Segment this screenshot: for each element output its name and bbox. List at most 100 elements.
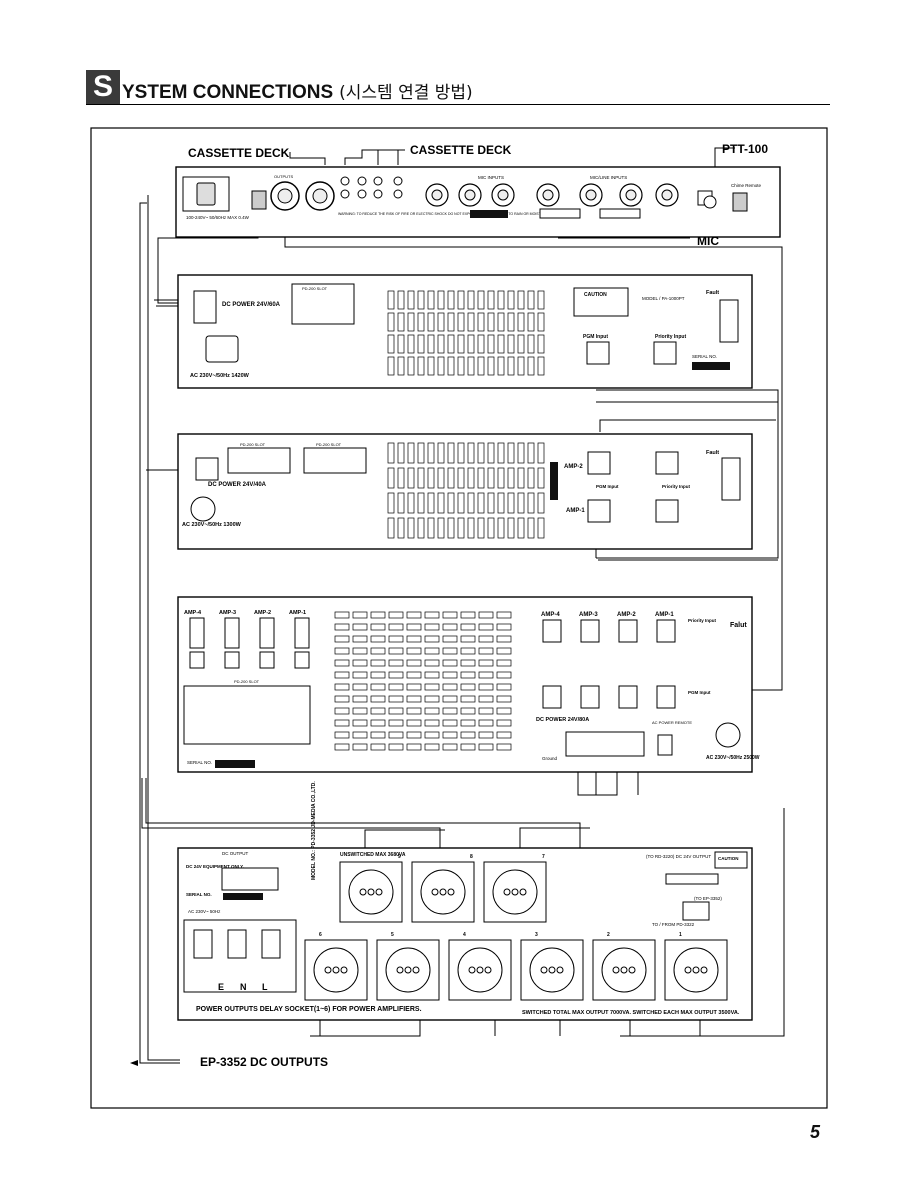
vent-slot <box>442 611 458 619</box>
amp4-left-channel-label: AMP-2 <box>254 610 271 616</box>
vent-slot <box>370 719 386 727</box>
ep-breaker <box>261 929 281 959</box>
vent-slot <box>487 334 495 354</box>
mixer-ac-rating: 100-240V~ 50/60Hz MAX 0.4W <box>186 215 250 220</box>
vent-slot <box>388 731 404 739</box>
ep-model-label: MODEL NO.: PD-3352 JD-MEDIA CO.,LTD. <box>311 781 317 880</box>
socket-pin <box>359 888 367 896</box>
vent-slot <box>478 611 494 619</box>
vent-slot <box>496 683 512 691</box>
vent-slot <box>388 743 404 751</box>
vent-slot <box>460 647 476 655</box>
vent-slot <box>496 635 512 643</box>
vent-slot <box>370 611 386 619</box>
amp4-relay-terminal <box>294 651 310 669</box>
ep-to-rd-label: (TO RD-3220) DC 24V OUTPUT <box>646 854 711 859</box>
vent-slot <box>388 671 404 679</box>
socket-pin <box>468 966 476 974</box>
vent-slot <box>352 635 368 643</box>
vent-slot <box>477 517 485 539</box>
socket-pin <box>340 966 348 974</box>
vent-slot <box>517 312 525 332</box>
chime-remote-label: Chime Remote <box>731 183 762 188</box>
vent-slot <box>442 635 458 643</box>
vent-slot <box>487 312 495 332</box>
vent-slot <box>352 731 368 739</box>
ep-enl-label: E <box>218 982 224 992</box>
vent-slot <box>447 442 455 464</box>
vent-slot <box>424 683 440 691</box>
vent-slot <box>387 334 395 354</box>
vent-slot <box>496 671 512 679</box>
mic-line-inputs-label: MIC/LINE INPUTS <box>590 175 627 180</box>
vent-slot <box>427 467 435 489</box>
page-number: 5 <box>810 1122 821 1142</box>
socket-pin <box>332 966 340 974</box>
vent-slot <box>388 635 404 643</box>
vent-slot <box>496 707 512 715</box>
ep-to-pd-label: TO / FROM PD-3322 <box>652 922 695 927</box>
cassette-deck-label-left: CASSETTE DECK <box>188 146 290 160</box>
vent-slot <box>457 442 465 464</box>
vent-slot <box>387 467 395 489</box>
socket-pin <box>511 888 519 896</box>
vent-slot <box>457 492 465 514</box>
vent-slot <box>442 683 458 691</box>
vent-slot <box>388 659 404 667</box>
ep-serial-label: SERIAL NO. <box>186 892 212 897</box>
vent-slot <box>334 611 350 619</box>
amp4-relay-terminal <box>224 651 240 669</box>
vent-slot <box>352 743 368 751</box>
vent-slot <box>507 442 515 464</box>
ep-switched-note: SWITCHED TOTAL MAX OUTPUT 7000VA. SWITCH… <box>522 1010 740 1016</box>
vent-slot <box>334 707 350 715</box>
vent-slot <box>478 683 494 691</box>
vent-slot <box>388 707 404 715</box>
vent-slot <box>497 290 505 310</box>
vent-slot <box>467 442 475 464</box>
vent-slot <box>370 659 386 667</box>
amp4-speaker-terminal <box>189 617 205 649</box>
amp4-input-terminal <box>656 619 676 643</box>
vent-slot <box>424 623 440 631</box>
vent-slot <box>417 492 425 514</box>
amp4-pgm-input: PGM Input <box>688 690 711 695</box>
amp2-priority-input: Priority Input <box>662 484 691 489</box>
socket-pin <box>375 888 383 896</box>
vent-slot <box>427 517 435 539</box>
vent-slot <box>460 611 476 619</box>
vent-slot <box>352 707 368 715</box>
socket-pin <box>620 966 628 974</box>
vent-slot <box>460 695 476 703</box>
vent-slot <box>460 707 476 715</box>
vent-slot <box>478 719 494 727</box>
vent-slot <box>517 492 525 514</box>
vent-slot <box>407 517 415 539</box>
vent-slot <box>407 312 415 332</box>
vent-slot <box>387 517 395 539</box>
socket-pin <box>519 888 527 896</box>
vent-slot <box>496 743 512 751</box>
vent-slot <box>406 623 422 631</box>
amplifier-2ch-panel: DC POWER 24V/40A AC 230V~/50Hz 1300W PD-… <box>177 433 753 550</box>
vent-slot <box>497 467 505 489</box>
vent-slot <box>424 707 440 715</box>
vent-slot <box>427 442 435 464</box>
vent-slot <box>397 517 405 539</box>
socket-number: 5 <box>391 932 394 938</box>
vent-slot <box>497 492 505 514</box>
vent-slot <box>527 492 535 514</box>
socket-number: 7 <box>542 854 545 860</box>
vent-slot <box>397 442 405 464</box>
amp2-amp1-label: AMP-1 <box>566 508 585 514</box>
amp1-priority-input: Priority Input <box>655 334 686 340</box>
vent-slot <box>387 356 395 376</box>
amp4-input-terminal <box>580 619 600 643</box>
vent-slot <box>527 290 535 310</box>
amp1-fault-label: Fault <box>706 290 719 296</box>
amp4-input-terminal-lower <box>656 685 676 709</box>
vent-slot <box>467 334 475 354</box>
vent-slot <box>406 743 422 751</box>
vent-slot <box>527 467 535 489</box>
